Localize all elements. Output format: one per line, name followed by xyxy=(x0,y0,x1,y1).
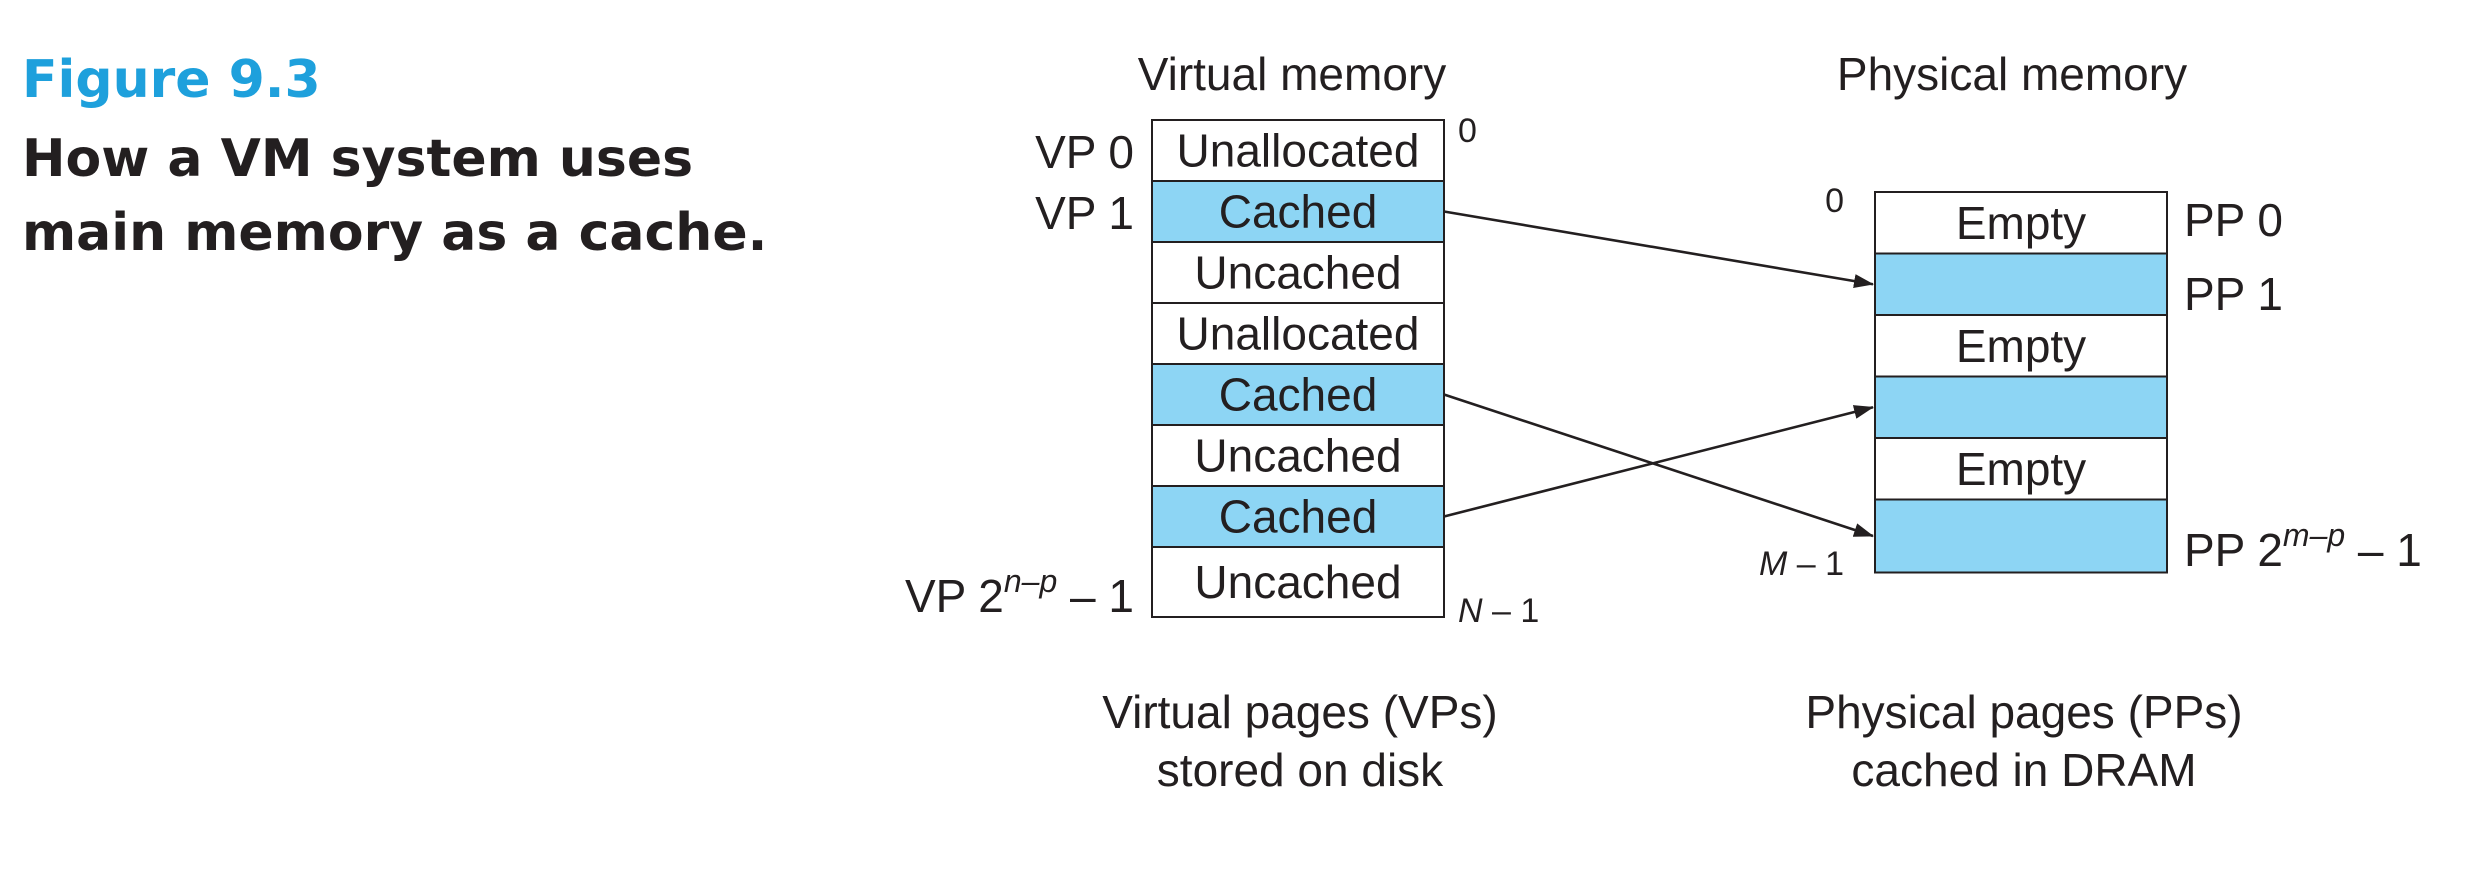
virtual-addr-start: 0 xyxy=(1458,112,1477,150)
pp0-label: PP 0 xyxy=(2184,194,2283,246)
vp0-label: VP 0 xyxy=(1035,126,1134,178)
figure-number: Figure 9.3 xyxy=(22,50,321,110)
virtual-page-6 xyxy=(1151,485,1445,548)
page-mapping-arrows xyxy=(1443,210,1874,538)
physical-page-1 xyxy=(1874,252,2168,316)
figure-title-line-2: main memory as a cache. xyxy=(22,203,768,263)
virtual-page-7 xyxy=(1151,546,1445,618)
virtual-page-5-label: Uncached xyxy=(1194,430,1401,482)
virtual-page-0 xyxy=(1151,119,1445,182)
figure-title-line-1: How a VM system uses xyxy=(22,129,694,189)
physical-page-5 xyxy=(1874,498,2168,574)
physical-page-4 xyxy=(1874,437,2168,501)
virtual-memory-title: Virtual memory xyxy=(1138,48,1446,100)
figure-caption: Figure 9.3 How a VM system uses main mem… xyxy=(22,48,767,270)
virtual-page-4-label: Cached xyxy=(1219,369,1378,421)
virtual-page-6-label: Cached xyxy=(1219,491,1378,543)
pp-last-label: PP 2m–p – 1 xyxy=(2184,517,2422,576)
vp1-label: VP 1 xyxy=(1035,187,1134,239)
physical-addr-start: 0 xyxy=(1825,182,1844,220)
mapping-arrow-1 xyxy=(1443,393,1874,538)
pp1-label: PP 1 xyxy=(2184,268,2283,320)
physical-page-2-label: Empty xyxy=(1956,320,2086,372)
mapping-arrow-0 xyxy=(1443,210,1874,288)
virtual-memory-column: UnallocatedCachedUncachedUnallocatedCach… xyxy=(1151,119,1445,618)
virtual-footer-line-1: Virtual pages (VPs) xyxy=(1102,686,1497,738)
physical-footer-line-1: Physical pages (PPs) xyxy=(1805,686,2242,738)
physical-page-0 xyxy=(1874,191,2168,255)
physical-addr-end: M – 1 xyxy=(1759,545,1844,583)
physical-page-3 xyxy=(1874,375,2168,439)
virtual-page-5 xyxy=(1151,424,1445,487)
vp-last-label: VP 2n–p – 1 xyxy=(905,563,1134,622)
virtual-addr-end: N – 1 xyxy=(1458,592,1539,630)
physical-footer-line-2: cached in DRAM xyxy=(1851,744,2196,796)
virtual-page-0-label: Unallocated xyxy=(1177,125,1420,177)
mapping-arrow-2 xyxy=(1443,405,1874,518)
virtual-page-7-label: Uncached xyxy=(1194,556,1401,608)
physical-page-4-label: Empty xyxy=(1956,443,2086,495)
virtual-footer-line-2: stored on disk xyxy=(1157,744,1444,796)
virtual-page-2-label: Uncached xyxy=(1194,247,1401,299)
physical-memory-title: Physical memory xyxy=(1837,48,2187,100)
virtual-page-3-label: Unallocated xyxy=(1177,308,1420,360)
physical-page-0-label: Empty xyxy=(1956,197,2086,249)
virtual-page-1-label: Cached xyxy=(1219,186,1378,238)
